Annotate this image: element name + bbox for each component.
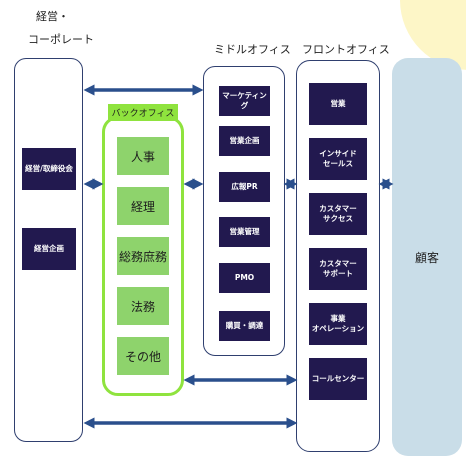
- middle-office-title: ミドルオフィス: [214, 43, 291, 56]
- middle-office-box: 営業企画: [219, 126, 270, 156]
- customer-box: 顧客: [392, 58, 462, 456]
- middle-office-box: マーケティング: [219, 86, 270, 116]
- front-office-label: インサイド セールス: [319, 148, 357, 168]
- back-office-box: その他: [117, 337, 169, 375]
- front-office-label: カスタマー サクセス: [319, 203, 357, 223]
- back-office-label: 法務: [130, 299, 155, 314]
- middle-office-box: 購買・調達: [219, 311, 270, 341]
- middle-office-label: 営業管理: [229, 226, 260, 236]
- back-office-box: 経理: [117, 187, 169, 225]
- front-office-box: カスタマー サポート: [309, 248, 367, 290]
- management-title-line2: コーポレート: [28, 33, 94, 46]
- back-office-box: 法務: [117, 287, 169, 325]
- middle-office-label: 購買・調達: [225, 320, 264, 330]
- front-office-box: 営業: [309, 83, 367, 125]
- back-office-box: 総務庶務: [117, 237, 169, 275]
- customer-label: 顧客: [414, 250, 439, 265]
- management-label: 経営/取締役会: [25, 163, 73, 173]
- front-office-box: 事業 オペレーション: [309, 303, 367, 345]
- middle-office-label: PMO: [234, 272, 255, 282]
- front-office-title: フロントオフィス: [302, 43, 390, 56]
- front-office-box: カスタマー サクセス: [309, 193, 367, 235]
- back-office-label: 経理: [130, 199, 155, 214]
- management-box: 経営/取締役会: [22, 148, 76, 190]
- back-office-label: 人事: [130, 149, 155, 164]
- back-office-title: バックオフィス: [108, 104, 178, 121]
- middle-office-label: 広報PR: [231, 181, 258, 191]
- middle-office-box: 営業管理: [219, 217, 270, 247]
- middle-office-label: 営業企画: [229, 135, 260, 145]
- middle-office-label: マーケティング: [222, 90, 267, 110]
- middle-office-box: 広報PR: [219, 172, 270, 202]
- back-office-label: その他: [124, 349, 161, 364]
- back-office-box: 人事: [117, 137, 169, 175]
- middle-office-box: PMO: [219, 263, 270, 293]
- back-office-label: 総務庶務: [118, 249, 167, 264]
- front-office-label: 営業: [330, 98, 346, 108]
- front-office-label: カスタマー サポート: [319, 258, 357, 278]
- front-office-box: インサイド セールス: [309, 138, 367, 180]
- front-office-label: コールセンター: [311, 373, 365, 383]
- front-office-box: コールセンター: [309, 358, 367, 400]
- management-title-line1: 経営・: [36, 10, 69, 23]
- management-box: 経営企画: [22, 228, 76, 270]
- front-office-label: 事業 オペレーション: [311, 313, 365, 333]
- management-label: 経営企画: [34, 243, 64, 253]
- sun-shape: [400, 0, 466, 70]
